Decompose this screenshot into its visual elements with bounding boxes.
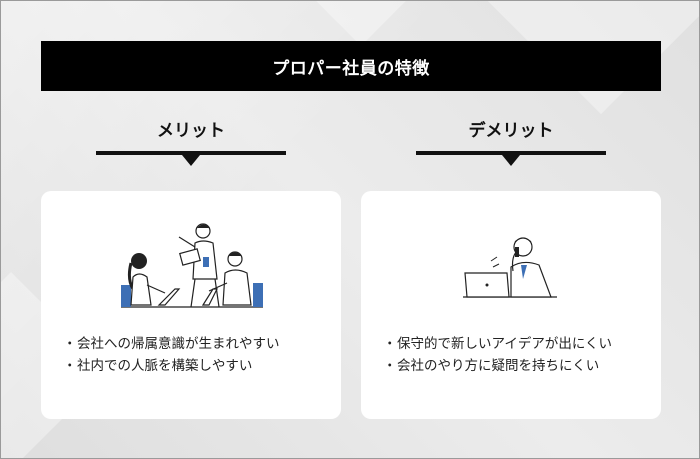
list-item: ・会社のやり方に疑問を持ちにくい: [383, 355, 653, 377]
bullet-glyph: ・: [63, 336, 77, 352]
demerit-heading: デメリット: [468, 121, 554, 141]
demerit-underline: [416, 151, 606, 155]
merit-item-1: 会社への帰属意識が生まれやすい: [77, 336, 280, 352]
demerit-item-1: 保守的で新しいアイデアが出にくい: [397, 336, 613, 352]
list-item: ・保守的で新しいアイデアが出にくい: [383, 333, 653, 355]
bullet-glyph: ・: [63, 358, 77, 374]
meeting-illustration-icon: [121, 223, 263, 308]
demerit-card: ・保守的で新しいアイデアが出にくい ・会社のやり方に疑問を持ちにくい: [361, 191, 661, 419]
demerit-item-2: 会社のやり方に疑問を持ちにくい: [397, 358, 600, 374]
list-item: ・社内での人脈を構築しやすい: [63, 355, 333, 377]
phone-call-illustration-icon: [463, 237, 557, 298]
merit-heading: メリット: [157, 121, 225, 141]
merit-card: ・会社への帰属意識が生まれやすい ・社内での人脈を構築しやすい: [41, 191, 341, 419]
merit-underline: [96, 151, 286, 155]
merit-arrow-icon: [182, 155, 200, 166]
demerit-arrow-icon: [502, 155, 520, 166]
list-item: ・会社への帰属意識が生まれやすい: [63, 333, 333, 355]
merit-list: ・会社への帰属意識が生まれやすい ・社内での人脈を構築しやすい: [63, 333, 333, 377]
bullet-glyph: ・: [383, 358, 397, 374]
background-decoration: [276, 1, 446, 46]
merit-item-2: 社内での人脈を構築しやすい: [77, 358, 253, 374]
page-title: プロパー社員の特徴: [41, 41, 661, 91]
demerit-list: ・保守的で新しいアイデアが出にくい ・会社のやり方に疑問を持ちにくい: [383, 333, 653, 377]
bullet-glyph: ・: [383, 336, 397, 352]
